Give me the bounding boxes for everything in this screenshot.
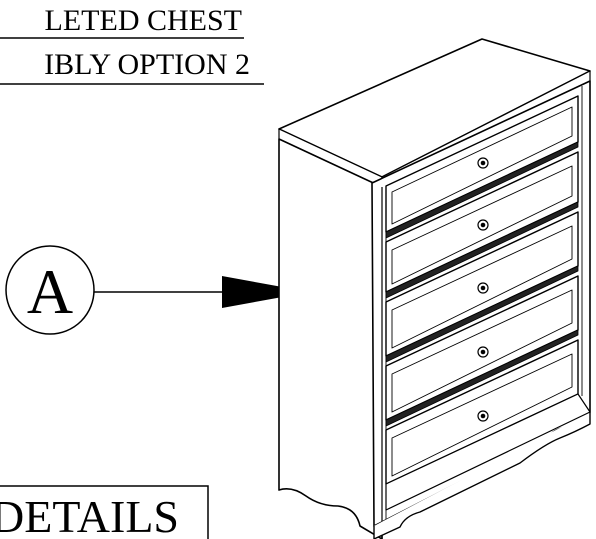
drawer-1 [385,95,579,239]
chest-side-panel [278,138,383,539]
drawer-knob-center [480,413,486,419]
drawer-knob-center [480,160,486,166]
details-box: DETAILS [0,485,209,539]
chest [278,38,591,539]
drawer-shadow-gap [385,201,579,299]
drawer-knob-center [480,285,486,291]
drawer-shadow-gap [385,141,579,239]
drawer-shadow-gap [385,329,579,427]
drawer-4 [385,275,579,427]
drawer-shadow-gap [385,265,579,363]
title-line-2: IBLY OPTION 2 [44,48,250,81]
title-block: LETED CHEST IBLY OPTION 2 [0,4,264,85]
drawer-3 [385,211,579,363]
drawer-2 [385,151,579,299]
callout-a: A [5,245,310,335]
drawer-knob-center [480,222,486,228]
callout-label: A [27,256,73,327]
drawer-knob-center [480,349,486,355]
chest-bottom-rail [385,393,591,511]
chest-base-skirt [373,412,591,539]
details-frame [0,485,209,539]
callout-circle [5,245,95,335]
callout-arrowhead [222,276,310,308]
details-label: DETAILS [0,491,179,539]
title-line-1: LETED CHEST [45,4,242,37]
